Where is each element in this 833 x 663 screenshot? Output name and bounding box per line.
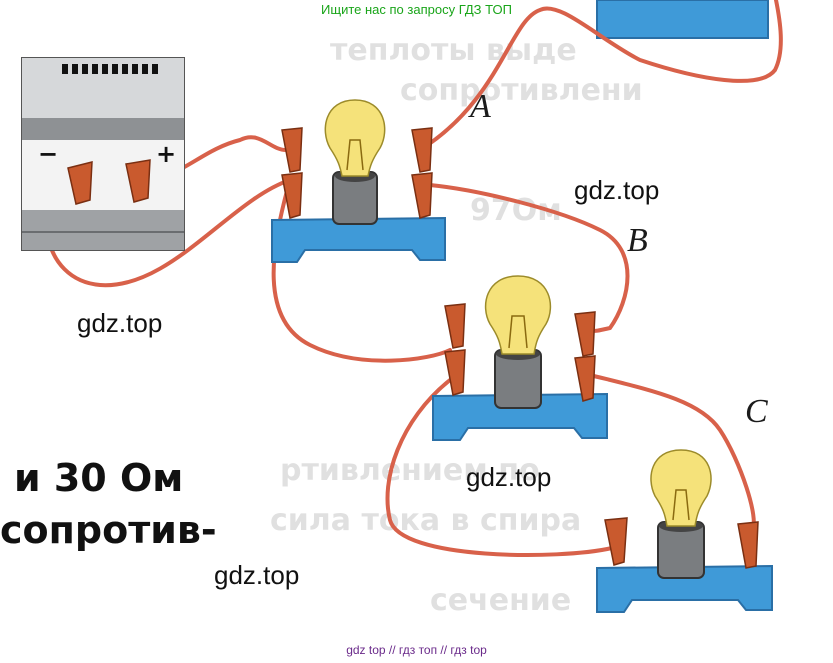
wire-top-loop <box>418 0 783 152</box>
terminal-plus-sign: + <box>156 140 177 168</box>
supply-clip-plus <box>125 159 151 203</box>
watermark-3: gdz.top <box>466 462 552 492</box>
point-b-label: B <box>627 222 648 259</box>
watermark-4: gdz.top <box>214 560 300 590</box>
wire-b-to-c-right <box>588 373 756 532</box>
point-c-label: C <box>745 393 768 430</box>
point-a-label: A <box>470 88 491 125</box>
supply-clip-minus <box>67 161 93 205</box>
lamp-stand-a <box>271 99 446 263</box>
svg-text:сила тока в спира: сила тока в спира <box>270 503 581 538</box>
svg-text:сопротивлени: сопротивлени <box>400 73 643 108</box>
wire-b-to-c-left <box>385 378 614 557</box>
book-text-line-2: сопротив- <box>0 508 217 552</box>
power-supply <box>21 57 185 251</box>
book-text-line-1: и 30 Ом <box>14 456 184 500</box>
lamp-stand-b <box>432 275 608 441</box>
top-banner[interactable]: Ищите нас по запросу ГДЗ ТОП <box>321 2 512 17</box>
svg-text:теплоты выде: теплоты выде <box>330 33 577 68</box>
terminal-minus-sign: − <box>38 140 59 168</box>
watermark-2: gdz.top <box>77 308 163 338</box>
watermark-1: gdz.top <box>574 175 660 205</box>
svg-text:сечение: сечение <box>430 583 571 618</box>
lamp-stand-c <box>596 449 773 613</box>
svg-text:ртивлением по: ртивлением по <box>280 453 540 488</box>
bottom-banner[interactable]: gdz top // гдз топ // гдз top <box>346 643 487 657</box>
partial-stand-top <box>596 0 769 39</box>
wire-a-to-b-right <box>428 183 630 333</box>
